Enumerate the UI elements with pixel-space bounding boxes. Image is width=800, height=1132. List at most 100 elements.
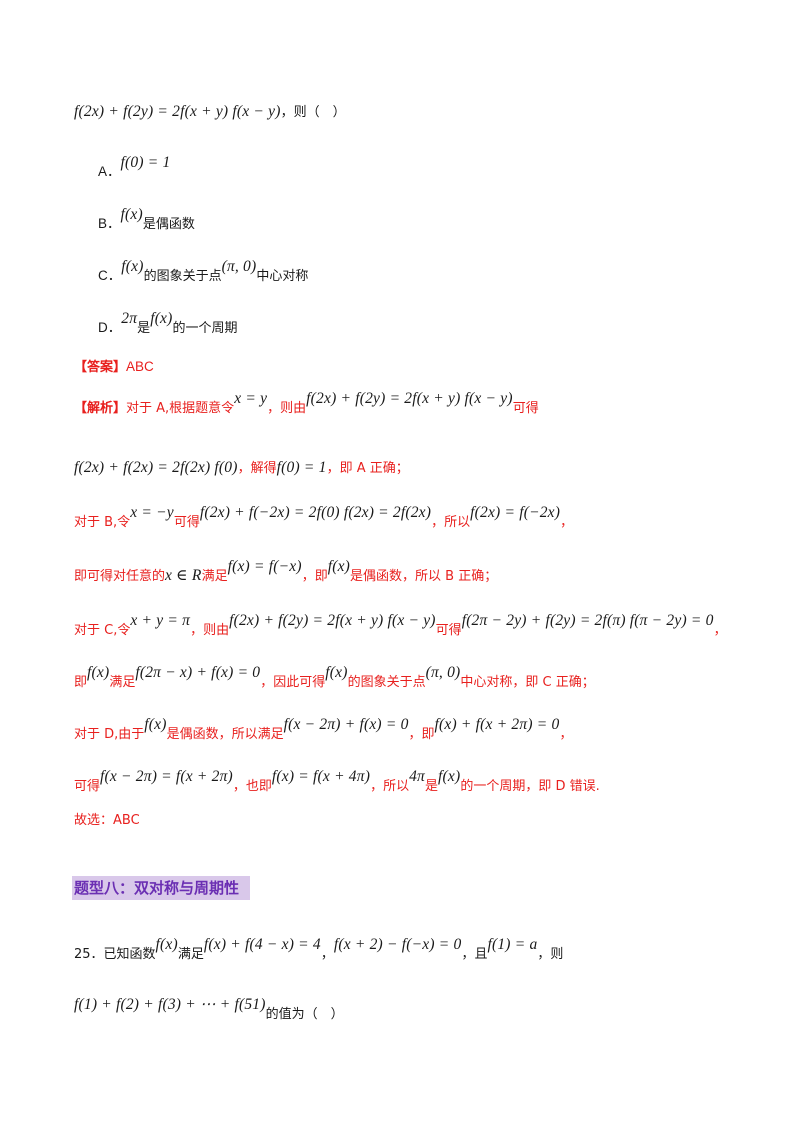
option-d-math: 2π (121, 310, 138, 327)
analysis-math: x = −y (130, 504, 174, 521)
option-b: B．f(x)是偶函数 (98, 207, 195, 232)
analysis-text: 的一个周期，即 D 错误. (460, 779, 600, 794)
analysis-math: x = y (234, 390, 268, 407)
analysis-math: f(0) = 1 (276, 459, 327, 476)
q25-number: 25．已知函数 (74, 947, 156, 962)
option-c-text2: 中心对称 (256, 269, 309, 284)
analysis-text: ，因此可得 (260, 675, 326, 690)
analysis-math: (π, 0) (425, 664, 461, 681)
q24-stem-tail: ，则（ ） (280, 105, 346, 120)
analysis-math: 4π (409, 768, 426, 785)
analysis-text: 满足 (109, 675, 136, 690)
analysis-math: f(x) (325, 664, 348, 681)
option-c: C．f(x)的图象关于点(π, 0)中心对称 (98, 259, 309, 284)
analysis-math: f(x) (87, 664, 110, 681)
analysis-math: f(2x) + f(−2x) = 2f(0) f(2x) = 2f(2x) (199, 504, 432, 521)
option-b-text: 是偶函数 (142, 217, 195, 232)
q24-stem: f(2x) + f(2y) = 2f(x + y) f(x − y)，则（ ） (74, 104, 346, 120)
q25-math: f(x + 2) − f(−x) = 0 (333, 936, 462, 953)
analysis-text: 是偶函数，所以 B 正确； (350, 569, 498, 584)
q25-text: 的值为（ ） (265, 1007, 344, 1022)
analysis-text: ，所以 (431, 515, 471, 530)
q25-math: f(x) (155, 936, 178, 953)
final-choice: 故选：ABC (74, 813, 140, 828)
analysis-text: 可得 (173, 515, 200, 530)
analysis-math: f(x − 2π) + f(x) = 0 (283, 716, 409, 733)
analysis-line-8: 可得f(x − 2π) = f(x + 2π)，也即f(x) = f(x + 4… (74, 769, 600, 794)
analysis-math: x ∈ R (165, 567, 202, 584)
option-a: A．f(0) = 1 (98, 155, 170, 180)
option-c-math2: (π, 0) (221, 258, 257, 275)
analysis-math: f(2π − 2y) + f(2y) = 2f(π) f(π − 2y) = 0 (461, 612, 714, 629)
analysis-math: f(x) + f(x + 2π) = 0 (434, 716, 560, 733)
analysis-line-6: 即f(x)满足f(2π − x) + f(x) = 0，因此可得f(x)的图象关… (74, 665, 595, 690)
option-b-letter: B． (98, 216, 121, 231)
q24-stem-equation: f(2x) + f(2y) = 2f(x + y) f(x − y) (74, 103, 281, 120)
analysis-text: ， (713, 623, 727, 638)
analysis-text: 的图象关于点 (347, 675, 426, 690)
analysis-text: ，即 (408, 727, 435, 742)
q25-sum: f(1) + f(2) + f(3) + ⋯ + f(51) (74, 996, 266, 1013)
analysis-text: 对于 C,令 (74, 623, 131, 638)
analysis-math: f(x) (144, 716, 167, 733)
analysis-text: ，即 (301, 569, 328, 584)
analysis-math: f(x) (438, 768, 461, 785)
analysis-text: 对于 A,根据题意令 (126, 401, 235, 416)
option-c-letter: C． (98, 268, 122, 283)
section-heading: 题型八：双对称与周期性 (72, 876, 250, 900)
analysis-math: f(x − 2π) = f(x + 2π) (100, 768, 233, 785)
analysis-text: ，也即 (232, 779, 272, 794)
analysis-line-7: 对于 D,由于f(x)是偶函数，所以满足f(x − 2π) + f(x) = 0… (74, 717, 573, 742)
analysis-math: f(2x) + f(2y) = 2f(x + y) f(x − y) (229, 612, 436, 629)
analysis-text: 可得 (74, 779, 101, 794)
analysis-math: f(2π − x) + f(x) = 0 (135, 664, 261, 681)
q25-text: 满足 (177, 947, 204, 962)
analysis-text: 是 (425, 779, 439, 794)
q25-math: f(x) + f(4 − x) = 4 (203, 936, 321, 953)
analysis-line-1: 【解析】对于 A,根据题意令x = y，则由f(2x) + f(2y) = 2f… (74, 391, 539, 416)
analysis-text: 对于 B,令 (74, 515, 131, 530)
analysis-math: f(x) (327, 558, 351, 575)
analysis-text: 是偶函数，所以满足 (166, 727, 284, 742)
analysis-text: 可得 (512, 401, 539, 416)
option-a-letter: A． (98, 164, 121, 179)
analysis-text: 满足 (201, 569, 228, 584)
option-b-math: f(x) (120, 206, 143, 223)
analysis-math: x + y = π (130, 612, 191, 629)
analysis-text: ， (559, 727, 573, 742)
option-c-text: 的图象关于点 (143, 269, 222, 284)
option-d-text2: 的一个周期 (172, 321, 238, 336)
analysis-math: f(x) = f(x + 4π) (271, 768, 371, 785)
option-d-letter: D． (98, 320, 122, 335)
option-a-math: f(0) = 1 (120, 154, 171, 171)
analysis-text: ，则由 (190, 623, 230, 638)
option-d: D．2π是f(x)的一个周期 (98, 311, 238, 336)
answer-value: ABC (126, 359, 154, 374)
analysis-text: 中心对称，即 C 正确； (460, 675, 595, 690)
option-d-text: 是 (137, 321, 151, 336)
option-d-math2: f(x) (150, 310, 173, 327)
analysis-text: ，则由 (267, 401, 307, 416)
analysis-math: f(x) = f(−x) (227, 558, 302, 575)
analysis-text: 即可得对任意的 (74, 569, 166, 584)
analysis-line-3: 对于 B,令x = −y可得f(2x) + f(−2x) = 2f(0) f(2… (74, 505, 574, 530)
analysis-math: f(2x) + f(2y) = 2f(x + y) f(x − y) (306, 390, 513, 407)
analysis-label: 【解析】 (74, 401, 127, 416)
analysis-line-2: f(2x) + f(2x) = 2f(2x) f(0)，解得f(0) = 1，即… (74, 460, 409, 476)
q25-text: ， (320, 947, 334, 962)
analysis-math: f(2x) + f(2x) = 2f(2x) f(0) (74, 459, 238, 476)
q25-line-2: f(1) + f(2) + f(3) + ⋯ + f(51)的值为（ ） (74, 997, 344, 1022)
analysis-text: ，即 A 正确； (326, 461, 409, 476)
option-c-math: f(x) (121, 258, 144, 275)
analysis-text: 即 (74, 675, 88, 690)
analysis-text: ，所以 (370, 779, 410, 794)
q25-text: ，且 (461, 947, 488, 962)
analysis-text: 对于 D,由于 (74, 727, 145, 742)
answer-line: 【答案】ABC (74, 360, 154, 375)
analysis-text: ，解得 (237, 461, 277, 476)
analysis-text: ， (560, 515, 574, 530)
q25-line-1: 25．已知函数f(x)满足f(x) + f(4 − x) = 4，f(x + 2… (74, 937, 563, 962)
analysis-line-4: 即可得对任意的x ∈ R满足f(x) = f(−x)，即f(x)是偶函数，所以 … (74, 559, 498, 584)
analysis-line-5: 对于 C,令x + y = π，则由f(2x) + f(2y) = 2f(x +… (74, 613, 727, 638)
analysis-line-9: 故选：ABC (74, 814, 140, 828)
